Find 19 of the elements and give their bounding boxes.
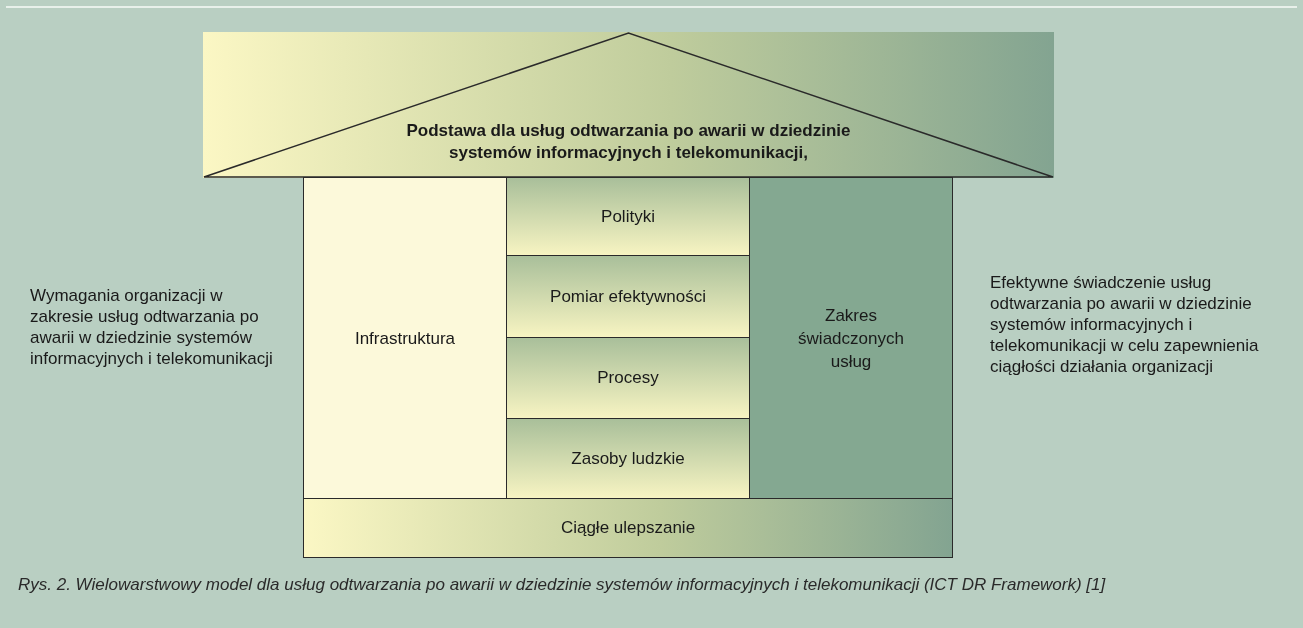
box-label: Zasoby ludzkie (570, 448, 686, 469)
roof-triangle (203, 32, 1054, 178)
box-label: Pomiar efektywności (549, 286, 707, 307)
layer-box (506, 177, 750, 256)
side-note: Wymagania organizacji w zakresie usług odtwarzania po awarii w dziedzinie systemów informacyjnych i telekomunikacji (30, 285, 274, 369)
box-label: Procesy (596, 368, 660, 388)
figure-caption: Rys. 2. Wielowarstwowy model dla usług odtwarzania po awarii w dziedzinie systemów informacyjnych i telekomunikacji (ICT DR Framework) [1] (18, 574, 1107, 596)
box-label: Polityki (600, 206, 656, 227)
roof-title: Podstawa dla usług odtwarzania po awarii w dziedzinie systemów informacyjnych i telekomunikacji, (405, 120, 852, 164)
side-note: Efektywne świadczenie usług odtwarzania po awarii w dziedzinie systemów informacyjnych i telekomunikacji w celu zapewnienia ciągłości działania organizacji (990, 272, 1260, 377)
layer-box (506, 255, 750, 338)
box-label: Ciągłe ulepszanie (559, 518, 697, 538)
layer-box (506, 337, 750, 419)
foundation-box (303, 498, 953, 558)
layer-box (506, 418, 750, 499)
pillar-box (303, 177, 507, 499)
box-label: Zakres świadczonych usług (797, 304, 905, 373)
box-label: Infrastruktura (353, 327, 457, 350)
pillar-box (749, 177, 953, 499)
